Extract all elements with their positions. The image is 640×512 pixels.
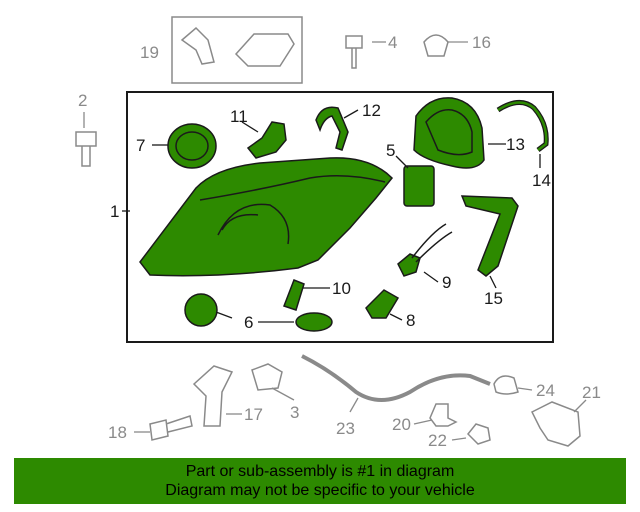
info-banner: Part or sub-assembly is #1 in diagram Di… (14, 458, 626, 504)
bulb-cover-ring[interactable] (167, 123, 217, 169)
clip-22[interactable] (466, 423, 491, 445)
callout-16: 16 (472, 33, 491, 52)
callout-17: 17 (244, 405, 263, 424)
callout-1: 1 (110, 202, 119, 221)
tube-23[interactable] (301, 354, 491, 402)
bulb-cover-ring-inner (175, 131, 209, 161)
callout-7: 7 (136, 136, 145, 155)
pin-20[interactable] (429, 403, 458, 427)
harness-strip[interactable] (460, 195, 519, 277)
bolt-2[interactable] (75, 131, 97, 167)
bracket-19a[interactable] (180, 26, 215, 65)
callout-11: 11 (230, 107, 248, 126)
callout-8: 8 (406, 311, 415, 330)
housing-cover[interactable] (413, 97, 485, 169)
socket-wires (411, 223, 453, 263)
callout-22: 22 (428, 431, 447, 450)
callout-2: 2 (78, 91, 87, 110)
callout-3: 3 (290, 403, 299, 422)
callout-10: 10 (332, 279, 351, 298)
cap-large[interactable] (184, 293, 218, 327)
headlamp-bulb[interactable] (246, 121, 287, 159)
control-module[interactable] (403, 165, 435, 207)
callout-15: 15 (484, 289, 503, 308)
callout-14: 14 (532, 171, 551, 190)
grommet-16[interactable] (423, 34, 449, 57)
nut-3[interactable] (251, 363, 283, 391)
headlamp-lens-detail (199, 175, 386, 245)
bracket-17[interactable] (192, 365, 234, 427)
connector-21[interactable] (530, 401, 581, 447)
connector-24[interactable] (493, 375, 519, 395)
callout-12: 12 (362, 101, 381, 120)
side-lamp-socket[interactable] (365, 289, 400, 319)
callout-21: 21 (582, 383, 601, 402)
callout-18: 18 (108, 423, 127, 442)
bolt-4[interactable] (345, 35, 363, 69)
callout-24: 24 (536, 381, 555, 400)
callout-9: 9 (442, 273, 451, 292)
marker-bulb[interactable] (283, 279, 305, 311)
parts-diagram: 1 2 3 4 5 6 7 8 9 10 11 12 13 14 15 16 1… (75, 16, 601, 450)
callout-19: 19 (140, 43, 159, 62)
callout-4: 4 (388, 33, 397, 52)
banner-line-1: Part or sub-assembly is #1 in diagram (185, 463, 455, 480)
banner-line-2: Diagram may not be specific to your vehi… (165, 482, 475, 499)
headlamp-housing[interactable] (139, 157, 394, 277)
callout-20: 20 (392, 415, 411, 434)
bolt-18[interactable] (149, 415, 193, 441)
assembly-frame (126, 91, 554, 343)
cap-small[interactable] (295, 312, 333, 332)
cover-seal-inner (497, 101, 548, 151)
bulb-socket-wire[interactable] (397, 253, 421, 277)
housing-cover-inner (425, 109, 473, 156)
callout-5: 5 (386, 141, 395, 160)
callout-13: 13 (506, 135, 525, 154)
retaining-clip[interactable] (315, 106, 349, 151)
part-19-frame (171, 16, 303, 84)
bracket-19b[interactable] (234, 33, 295, 67)
callout-23: 23 (336, 419, 355, 438)
callout-6: 6 (244, 313, 253, 332)
